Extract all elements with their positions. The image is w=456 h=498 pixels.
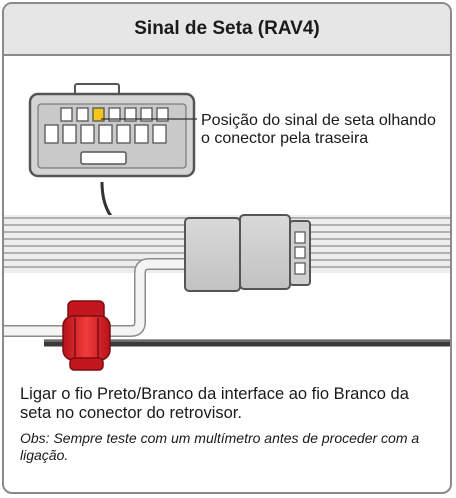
warning-note: Obs: Sempre teste com um multímetro ante… [20, 430, 420, 463]
instruction-card: Sinal de Seta (RAV4) [2, 2, 452, 494]
connector-rear-view [28, 83, 196, 178]
instruction-text: Ligar o fio Preto/Branco da interface ao… [20, 385, 409, 422]
pin-position-caption: Posição do sinal de seta olhando o conec… [201, 112, 436, 147]
card-title: Sinal de Seta (RAV4) [134, 18, 320, 39]
card-header: Sinal de Seta (RAV4) [4, 4, 450, 56]
highlighted-pin [92, 107, 105, 122]
branch-wire [4, 259, 189, 336]
wiring-diagram [4, 83, 450, 371]
splice-clip [62, 300, 111, 371]
inline-connector [184, 214, 311, 292]
